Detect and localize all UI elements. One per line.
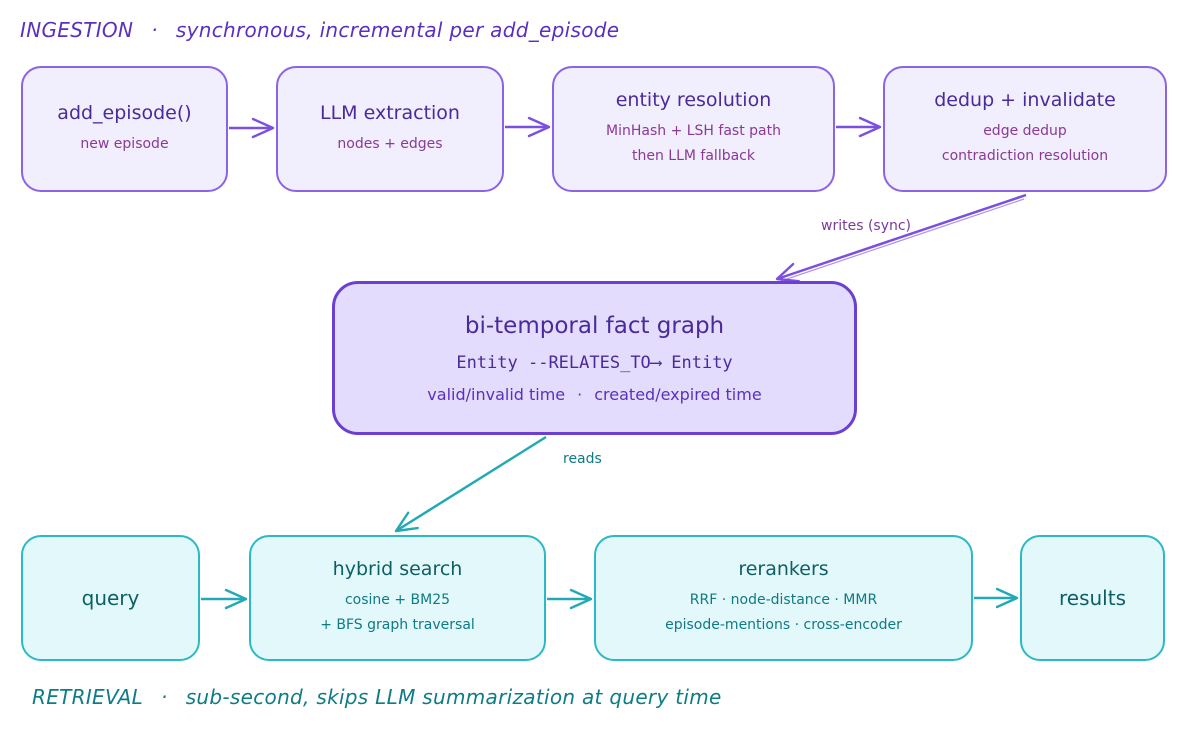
hybrid-search-node: hybrid search cosine + BM25 + BFS graph …	[249, 535, 546, 661]
fact-graph-times: valid/invalid time · created/expired time	[427, 385, 761, 404]
fact-graph-schema: Entity --RELATES_TO⟶ Entity	[456, 352, 733, 373]
retrieval-title: RETRIEVAL	[32, 685, 144, 709]
hybrid-search-line-2: + BFS graph traversal	[320, 617, 475, 633]
retrieval-section-label: RETRIEVAL · sub-second, skips LLM summariz…	[32, 685, 722, 709]
query-title: query	[81, 586, 140, 610]
retrieval-separator: ·	[161, 685, 168, 709]
entity-resolution-title: entity resolution	[615, 89, 772, 111]
fact-graph-node: bi-temporal fact graph Entity --RELATES_…	[332, 281, 857, 435]
llm-extraction-title: LLM extraction	[320, 101, 460, 124]
add-episode-node: add_episode() new episode	[21, 66, 228, 192]
dedup-invalidate-line-2: contradiction resolution	[941, 148, 1109, 164]
arrow-dedup-to-graph-shadow	[780, 198, 1025, 282]
hybrid-search-title: hybrid search	[332, 558, 463, 580]
writes-edge-label: writes (sync)	[821, 218, 912, 234]
dedup-invalidate-title: dedup + invalidate	[934, 89, 1116, 111]
rerankers-line-1: RRF · node-distance · MMR	[689, 592, 878, 608]
fact-graph-title: bi-temporal fact graph	[464, 312, 725, 339]
rerankers-title: rerankers	[738, 558, 829, 580]
ingestion-description: synchronous, incremental per add_episode	[175, 18, 620, 42]
created-time-label: created/expired time	[594, 384, 762, 404]
valid-time-label: valid/invalid time	[427, 384, 566, 404]
reads-edge-label: reads	[563, 451, 602, 467]
results-node: results	[1020, 535, 1165, 661]
rerankers-node: rerankers RRF · node-distance · MMR epis…	[594, 535, 973, 661]
entity-resolution-line-1: MinHash + LSH fast path	[606, 123, 781, 139]
ingestion-title: INGESTION	[20, 18, 134, 42]
entity-resolution-line-2: then LLM fallback	[632, 148, 755, 164]
results-title: results	[1058, 586, 1126, 610]
add-episode-title: add_episode()	[57, 101, 192, 124]
dedup-invalidate-node: dedup + invalidate edge dedup contradict…	[883, 66, 1167, 192]
llm-extraction-node: LLM extraction nodes + edges	[276, 66, 504, 192]
query-node: query	[21, 535, 200, 661]
retrieval-description: sub-second, skips LLM summarization at q…	[185, 685, 722, 709]
dedup-invalidate-line-1: edge dedup	[983, 123, 1067, 139]
entity-resolution-node: entity resolution MinHash + LSH fast pat…	[552, 66, 835, 192]
arrow-dedup-to-graph	[775, 193, 1027, 283]
arrow-graph-to-hybrid	[394, 435, 547, 533]
llm-extraction-subtitle: nodes + edges	[337, 135, 443, 152]
add-episode-subtitle: new episode	[80, 135, 169, 152]
ingestion-section-label: INGESTION · synchronous, incremental per a…	[20, 18, 619, 42]
rerankers-line-2: episode-mentions · cross-encoder	[665, 617, 902, 633]
hybrid-search-line-1: cosine + BM25	[344, 592, 451, 608]
ingestion-separator: ·	[151, 18, 158, 42]
times-separator: ·	[577, 384, 583, 404]
